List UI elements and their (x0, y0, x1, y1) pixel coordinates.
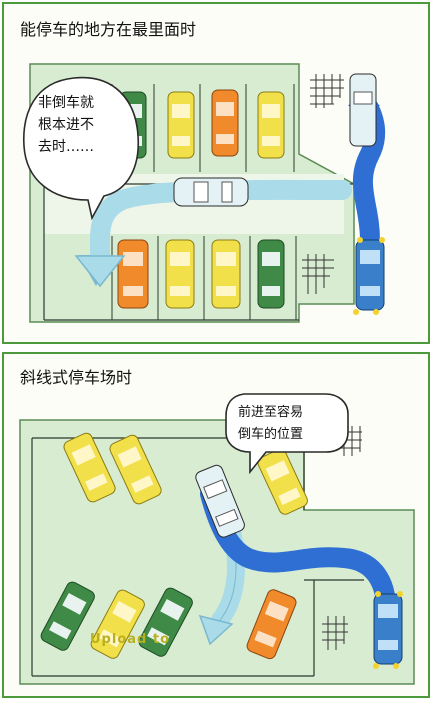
car-light-marks (353, 237, 385, 315)
speech-bubble-text: 前进至容易 倒车的位置 (238, 405, 304, 442)
reverse-arrow-head (74, 255, 126, 288)
ghost-car-target-position (349, 73, 377, 147)
parking-scene-diagram (19, 393, 415, 685)
car-light-marks (373, 591, 403, 669)
panel-title: 斜线式停车场时 (20, 368, 133, 387)
panel-title: 能停车的地方在最里面时 (20, 20, 197, 39)
ghost-car-target-position (195, 464, 245, 538)
panel-innermost-parking: 能停车的地方在最里面时 (2, 2, 430, 344)
parked-car (257, 448, 308, 515)
parked-car (167, 91, 195, 159)
player-car (355, 239, 385, 311)
reverse-arrow-head (198, 614, 234, 646)
speech-bubble (23, 76, 140, 221)
player-car (373, 593, 403, 665)
speech-bubble-text: 非倒车就 根本进不 去时…… (38, 95, 94, 155)
watermark-text: Upload to (90, 632, 170, 647)
parked-car (109, 434, 162, 505)
parked-car (257, 91, 285, 159)
panel-angled-parking: 斜线式停车场时 (2, 352, 430, 698)
parking-scene-diagram (23, 63, 386, 323)
lower-parking-row (111, 236, 297, 320)
road-hatching (302, 74, 344, 294)
speech-bubble (225, 393, 349, 475)
parked-car (257, 239, 285, 309)
parked-car (165, 239, 195, 309)
parked-car (117, 239, 149, 309)
parked-car (246, 589, 297, 660)
parked-car (211, 89, 239, 157)
parked-car (138, 587, 193, 657)
parked-car (40, 581, 95, 651)
ghost-car-reversing (173, 177, 249, 207)
parked-car (90, 589, 145, 659)
parked-car (63, 432, 116, 503)
parked-car (211, 239, 241, 309)
